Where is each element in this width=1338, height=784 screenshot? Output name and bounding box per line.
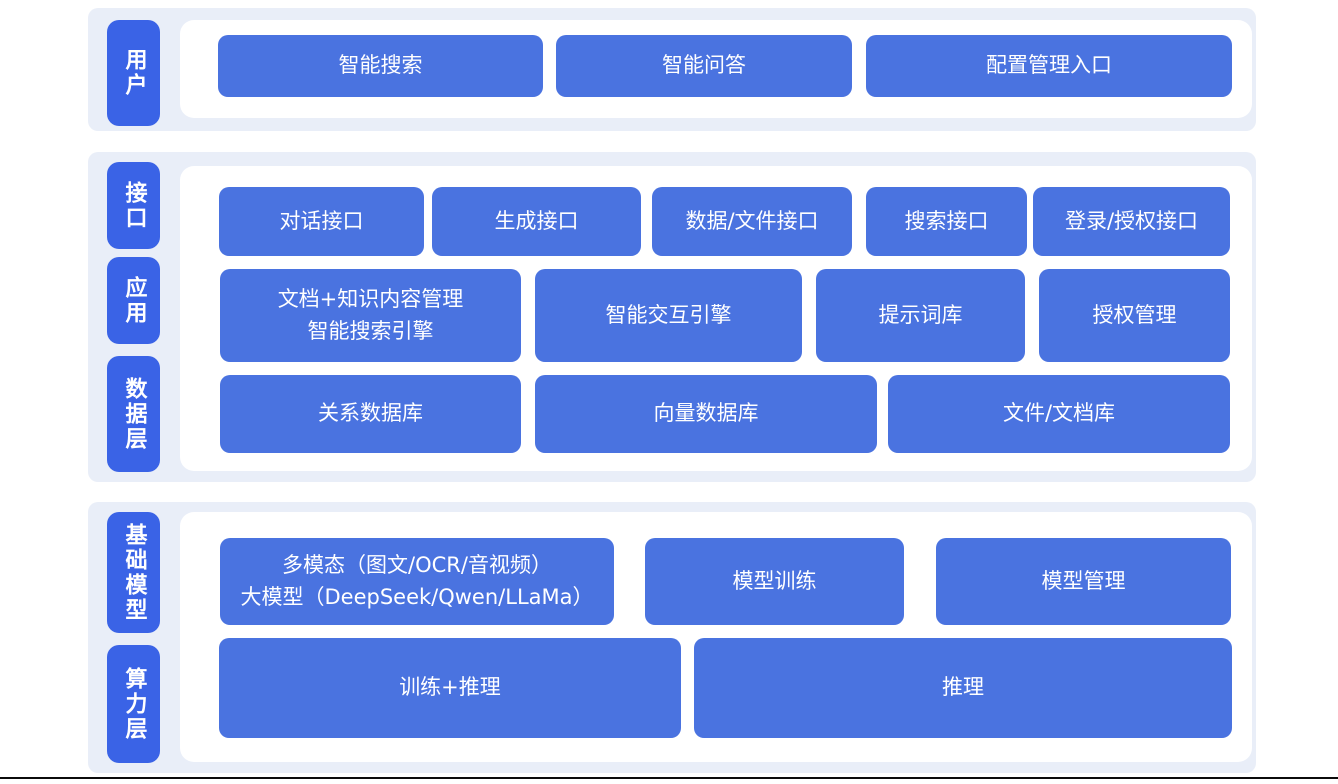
block-prompt-library: 提示词库 <box>816 269 1025 362</box>
block-intelligent-qa: 智能问答 <box>556 35 852 97</box>
block-model-training: 模型训练 <box>645 538 904 625</box>
block-training-inference: 训练+推理 <box>219 638 681 738</box>
layer-label-compute: 算力层 <box>107 645 160 763</box>
layer-label-user: 用户 <box>107 20 160 126</box>
block-search-api: 搜索接口 <box>866 187 1027 256</box>
block-generation-api: 生成接口 <box>432 187 641 256</box>
layer-label-data: 数据层 <box>107 356 160 472</box>
layer-label-application: 应用 <box>107 257 160 344</box>
block-model-management: 模型管理 <box>936 538 1231 625</box>
block-data-file-api: 数据/文件接口 <box>652 187 852 256</box>
block-config-management-entry: 配置管理入口 <box>866 35 1232 97</box>
bottom-divider-line <box>0 777 1338 779</box>
block-multimodal-llm: 多模态（图文/OCR/音视频） 大模型（DeepSeek/Qwen/LLaMa） <box>220 538 614 625</box>
block-inference: 推理 <box>694 638 1232 738</box>
block-vector-database: 向量数据库 <box>535 375 877 453</box>
block-file-document-store: 文件/文档库 <box>888 375 1230 453</box>
block-intelligent-search: 智能搜索 <box>218 35 543 97</box>
layer-label-foundation-model: 基础模型 <box>107 512 160 633</box>
block-dialog-api: 对话接口 <box>219 187 424 256</box>
layer-label-interface: 接口 <box>107 162 160 249</box>
block-login-auth-api: 登录/授权接口 <box>1033 187 1230 256</box>
block-intelligent-interaction-engine: 智能交互引擎 <box>535 269 802 362</box>
block-authorization-management: 授权管理 <box>1039 269 1230 362</box>
block-relational-database: 关系数据库 <box>220 375 521 453</box>
block-doc-knowledge-search-engine: 文档+知识内容管理 智能搜索引擎 <box>220 269 521 362</box>
